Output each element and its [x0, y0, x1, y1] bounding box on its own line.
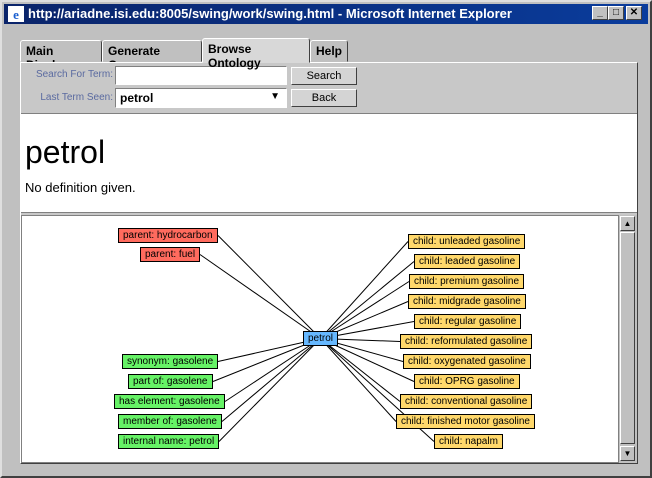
child-node[interactable]: child: oxygenated gasoline — [403, 354, 531, 369]
internet-explorer-icon: e — [8, 6, 24, 22]
browse-ontology-panel: Search For Term: Search Last Term Seen: … — [20, 62, 638, 464]
graph-edge — [212, 338, 321, 382]
relation-node[interactable]: part of: gasolene — [128, 374, 213, 389]
scroll-up-icon[interactable]: ▲ — [620, 216, 635, 231]
child-node[interactable]: child: midgrade gasoline — [408, 294, 526, 309]
back-button[interactable]: Back — [291, 89, 357, 107]
graph-edge — [221, 338, 321, 422]
relation-node[interactable]: has element: gasolene — [114, 394, 225, 409]
center-node[interactable]: petrol — [303, 331, 339, 346]
relation-node[interactable]: synonym: gasolene — [122, 354, 219, 369]
tab-generate-query[interactable]: Generate Query — [102, 40, 202, 72]
graph-edge — [320, 261, 415, 339]
relation-node[interactable]: member of: gasolene — [118, 414, 222, 429]
tab-main-display[interactable]: Main Display — [20, 40, 102, 72]
chevron-down-icon[interactable]: ▼ — [270, 91, 280, 102]
child-node[interactable]: child: premium gasoline — [409, 274, 525, 289]
parent-node[interactable]: parent: hydrocarbon — [118, 228, 218, 243]
svg-text:e: e — [13, 7, 19, 22]
last-term-value: petrol — [120, 91, 154, 105]
child-node[interactable]: child: finished motor gasoline — [396, 414, 535, 429]
child-node[interactable]: child: napalm — [434, 434, 503, 449]
graph-edge — [224, 338, 321, 402]
search-term-input[interactable] — [115, 66, 287, 85]
graph-edge — [320, 338, 397, 422]
child-node[interactable]: child: reformulated gasoline — [400, 334, 533, 349]
graph-edge — [320, 241, 409, 339]
definition-panel: petrol No definition given. — [21, 113, 637, 213]
tab-help[interactable]: Help — [310, 40, 348, 62]
last-term-select[interactable]: petrol ▼ — [115, 88, 287, 108]
child-node[interactable]: child: OPRG gasoline — [414, 374, 520, 389]
close-button[interactable]: ✕ — [626, 6, 642, 20]
child-node[interactable]: child: conventional gasoline — [400, 394, 533, 409]
scroll-down-icon[interactable]: ▼ — [620, 446, 635, 461]
child-node[interactable]: child: regular gasoline — [414, 314, 522, 329]
last-term-label: Last Term Seen: — [40, 92, 113, 103]
graph-edge — [320, 338, 401, 402]
window-title: http://ariadne.isi.edu:8005/swing/work/s… — [28, 6, 512, 21]
tab-browse-ontology[interactable]: Browse Ontology — [202, 38, 310, 70]
child-node[interactable]: child: leaded gasoline — [414, 254, 521, 269]
title-bar[interactable]: e http://ariadne.isi.edu:8005/swing/work… — [4, 4, 648, 24]
graph-edge — [320, 281, 410, 339]
term-title: petrol — [25, 134, 106, 170]
search-term-label: Search For Term: — [35, 69, 113, 80]
graph-edge — [218, 338, 321, 442]
graph-scrollbar[interactable]: ▲ ▼ — [619, 215, 637, 463]
child-node[interactable]: child: unleaded gasoline — [408, 234, 526, 249]
search-button[interactable]: Search — [291, 67, 357, 85]
scroll-thumb[interactable] — [620, 232, 635, 444]
graph-edge — [217, 235, 321, 339]
term-definition: No definition given. — [25, 180, 136, 195]
relation-node[interactable]: internal name: petrol — [118, 434, 220, 449]
ontology-graph: parent: hydrocarbon parent: fuel petrol … — [21, 215, 619, 463]
minimize-button[interactable]: _ — [592, 6, 608, 20]
parent-node[interactable]: parent: fuel — [140, 247, 201, 262]
graph-edge — [199, 254, 321, 339]
maximize-button[interactable]: □ — [608, 6, 624, 20]
